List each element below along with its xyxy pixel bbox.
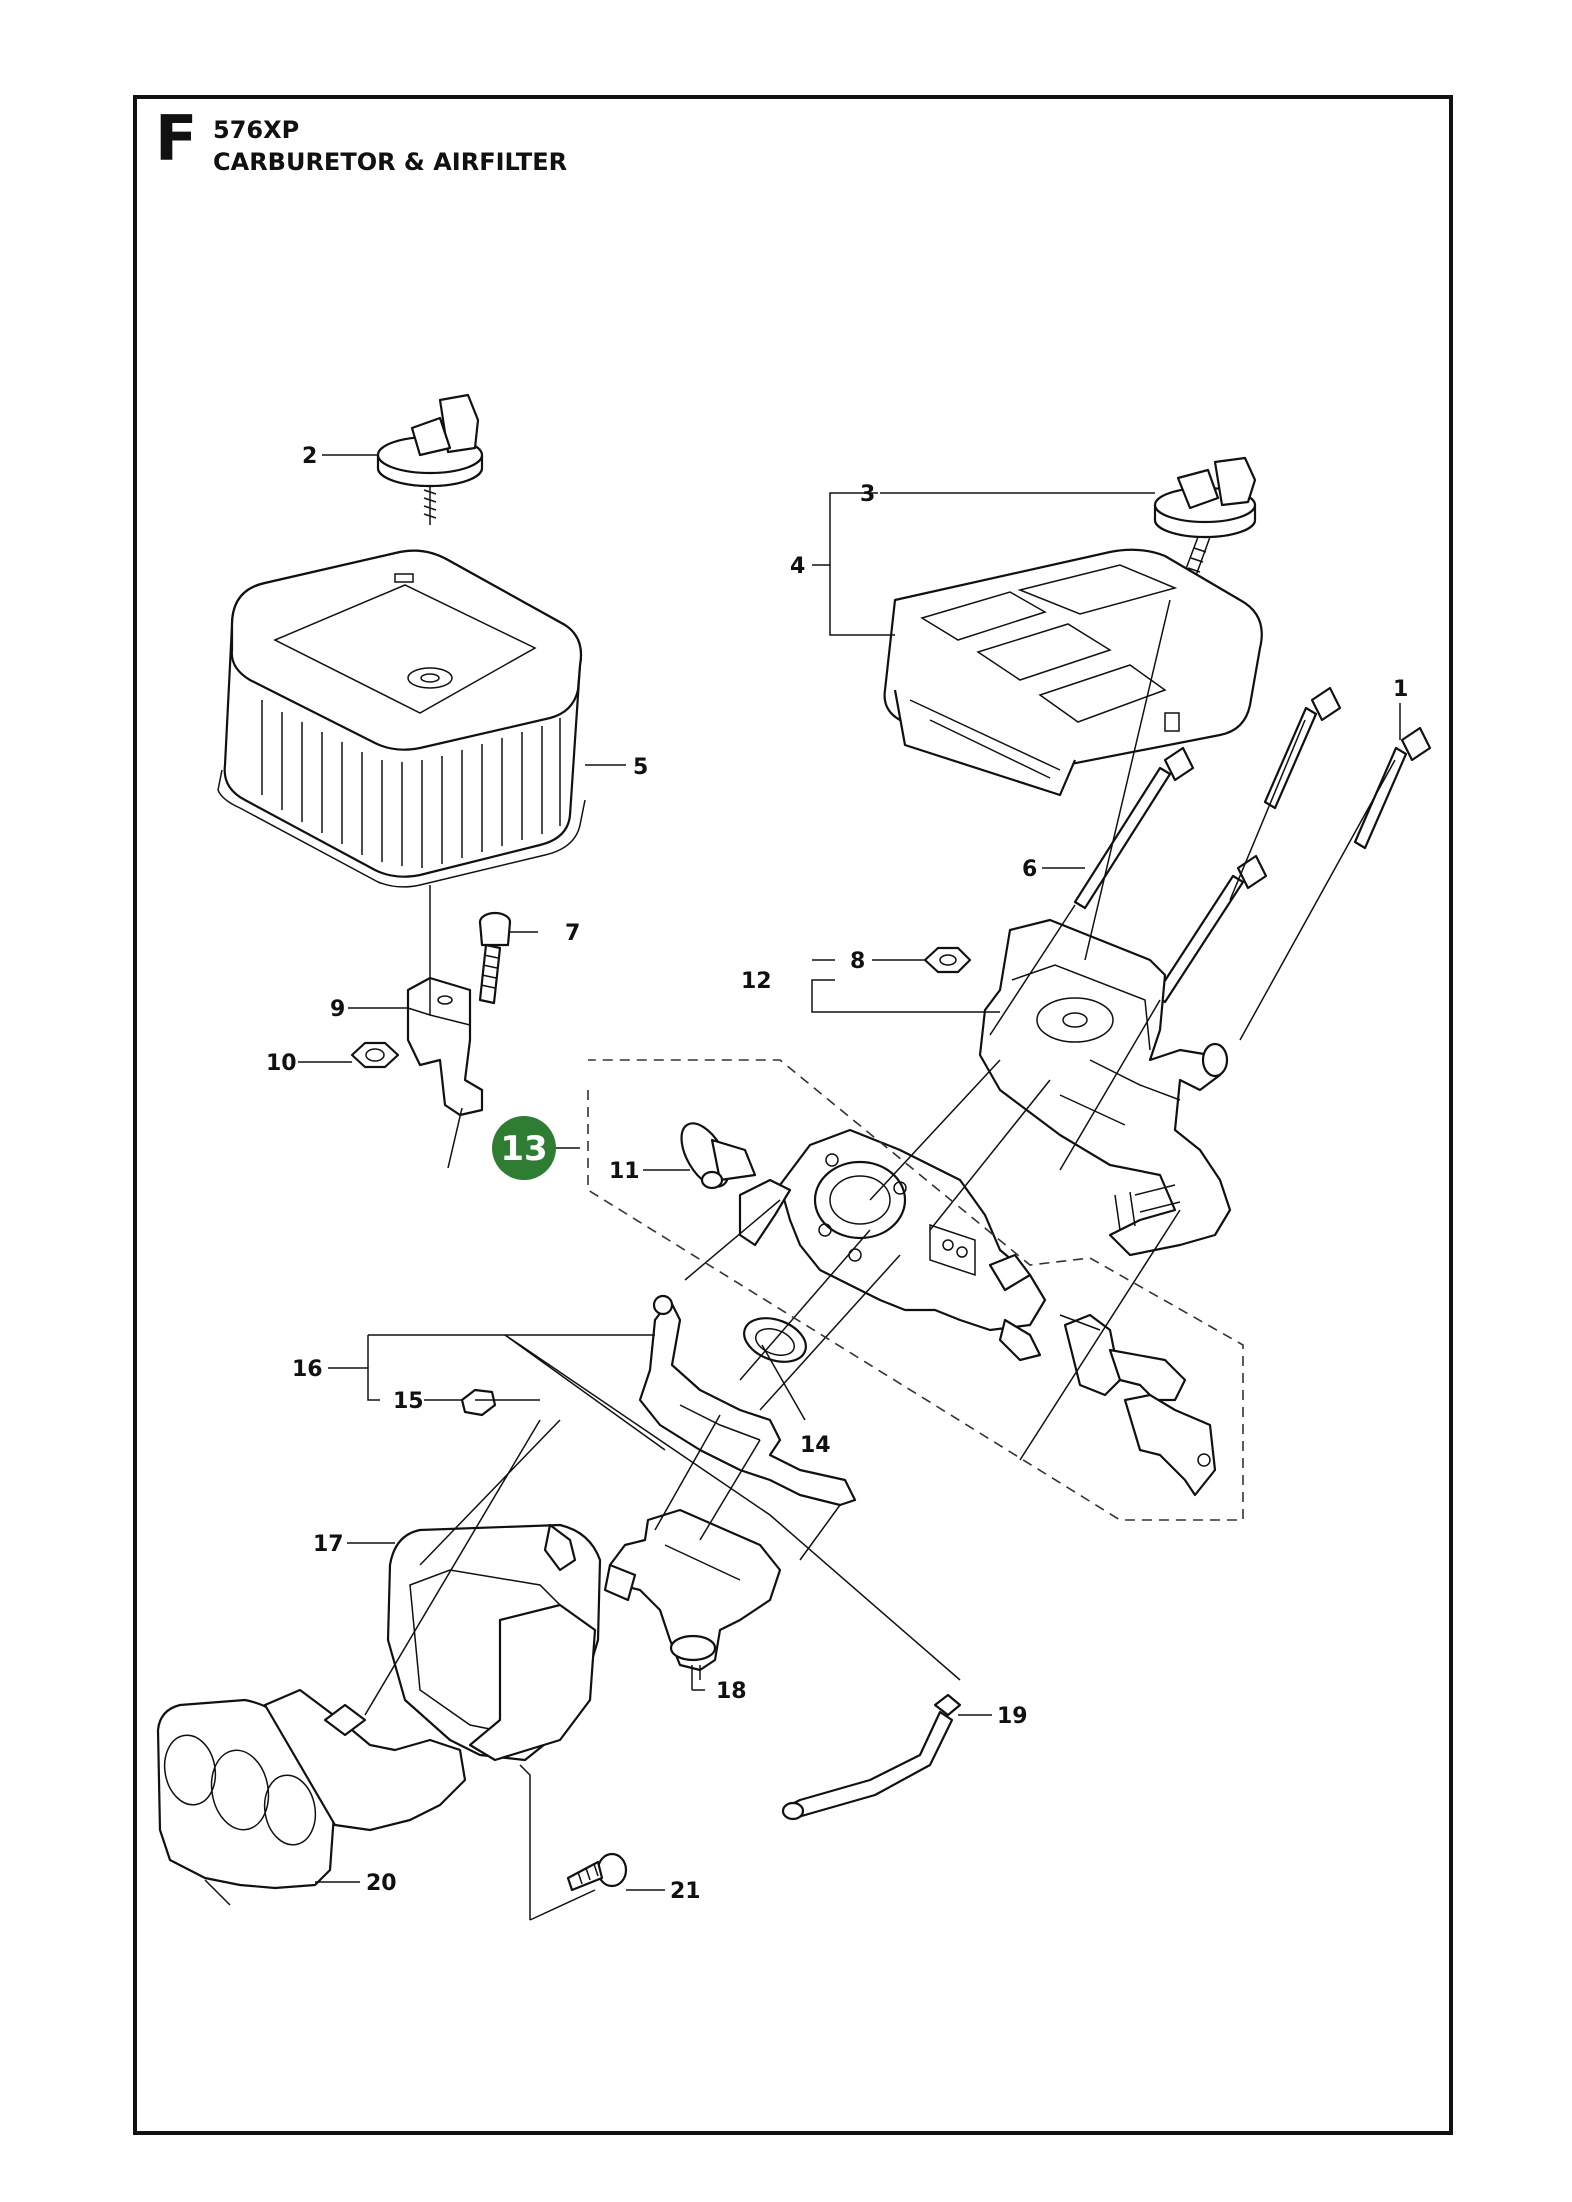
part-9-bracket[interactable]	[406, 976, 484, 1117]
callout-19[interactable]: 19	[997, 1704, 1028, 1729]
part-13-carburetor[interactable]	[738, 1128, 1047, 1362]
part-15-nut[interactable]	[460, 1388, 497, 1417]
part-21-screw[interactable]	[566, 1852, 628, 1892]
callout-18[interactable]: 18	[716, 1679, 747, 1704]
part-2-knob[interactable]	[376, 393, 484, 525]
assembly-lines	[204, 599, 1396, 1906]
callout-12[interactable]: 12	[741, 969, 772, 994]
part-17-flange[interactable]	[386, 1523, 602, 1762]
callout-2[interactable]: 2	[302, 444, 317, 469]
callout-11[interactable]: 11	[609, 1159, 640, 1184]
part-11-primer-bulb[interactable]	[672, 1116, 757, 1195]
part-12-adapter[interactable]	[978, 918, 1232, 1257]
part-5-air-filter[interactable]	[217, 549, 586, 888]
part-13-pump-fitting[interactable]	[1063, 1313, 1217, 1497]
part-16-bracket[interactable]	[638, 1294, 857, 1507]
callout-13-badge	[492, 1116, 556, 1180]
callout-8[interactable]: 8	[850, 949, 865, 974]
callout-21[interactable]: 21	[670, 1879, 701, 1904]
callout-14[interactable]: 14	[800, 1433, 831, 1458]
callout-17[interactable]: 17	[313, 1532, 344, 1557]
group-13-outline	[587, 1059, 1244, 1521]
part-10-nut[interactable]	[350, 1041, 400, 1069]
callout-5[interactable]: 5	[633, 755, 648, 780]
callouts: 1 2 3 4 5 6 7 8 9 10 11 12 13 14 15 16 1…	[266, 444, 1408, 1904]
section-letter: F	[155, 102, 198, 175]
callout-15[interactable]: 15	[393, 1389, 424, 1414]
callout-1[interactable]: 1	[1393, 677, 1408, 702]
callout-20[interactable]: 20	[366, 1871, 397, 1896]
callout-6[interactable]: 6	[1022, 857, 1037, 882]
model-name: 576XP	[213, 116, 300, 144]
part-3-cover-knob[interactable]	[1153, 456, 1257, 593]
callout-7[interactable]: 7	[565, 921, 580, 946]
callout-4[interactable]: 4	[790, 554, 805, 579]
callout-10[interactable]: 10	[266, 1051, 297, 1076]
leader-lines	[298, 454, 1401, 1921]
callout-3[interactable]: 3	[860, 482, 875, 507]
part-8-nut[interactable]	[923, 946, 972, 974]
part-7-screw[interactable]	[478, 911, 512, 1005]
callout-13[interactable]: 13	[500, 1129, 547, 1169]
part-20-manifold[interactable]	[156, 1688, 467, 1890]
callout-9[interactable]: 9	[330, 997, 345, 1022]
diagram-title: CARBURETOR & AIRFILTER	[213, 148, 568, 176]
page-frame	[133, 95, 1453, 2135]
part-19-hose[interactable]	[781, 1693, 962, 1821]
callout-16[interactable]: 16	[292, 1357, 323, 1382]
part-4-filter-cover[interactable]	[883, 548, 1263, 797]
part-18-intake-boot[interactable]	[603, 1508, 782, 1672]
